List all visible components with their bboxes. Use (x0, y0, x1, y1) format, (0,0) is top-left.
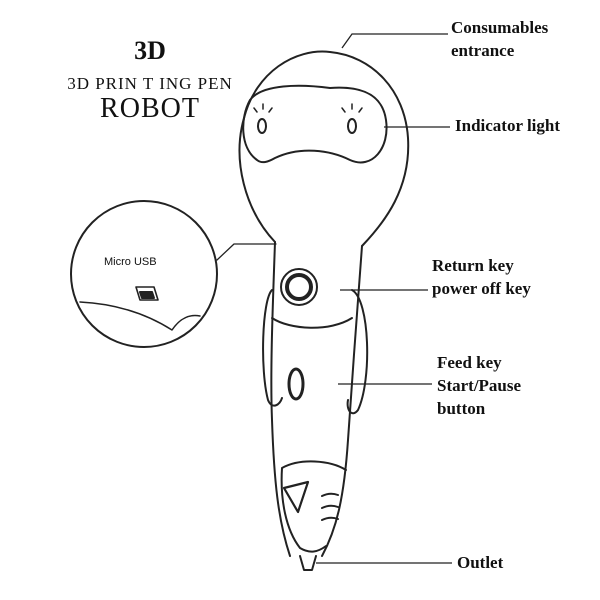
usb-inset-circle (70, 200, 218, 348)
collar (271, 317, 353, 329)
right-eye-icon (341, 103, 363, 134)
return-key-button (280, 268, 318, 306)
triangle-icon (282, 480, 310, 514)
pen-body-left (270, 241, 291, 557)
left-grip (262, 289, 283, 407)
micro-usb-port-icon (135, 286, 159, 301)
left-eye-icon (253, 103, 273, 134)
title-robot: ROBOT (100, 93, 200, 124)
pen-head (238, 50, 410, 247)
consumables-entrance-label: Consumables entrance (451, 18, 549, 60)
feed-key-button (287, 367, 305, 401)
vent-icon (321, 492, 339, 521)
micro-usb-label: Micro USB (104, 256, 157, 268)
indicator-light-label: Indicator light (455, 116, 561, 135)
title-printing-pen: 3D PRIN T ING PEN (67, 74, 233, 93)
face-visor (242, 84, 388, 164)
consumables-leader (341, 33, 448, 49)
return-key-label: Return key power off key (432, 256, 531, 298)
outlet-label: Outlet (457, 553, 504, 572)
feed-key-label: Feed key Start/Pause button (437, 353, 522, 418)
right-grip (346, 289, 369, 415)
nozzle-cap (280, 460, 347, 553)
nozzle-tip (299, 555, 317, 571)
title-3d: 3D (134, 36, 166, 65)
pen-body-right (321, 245, 363, 557)
